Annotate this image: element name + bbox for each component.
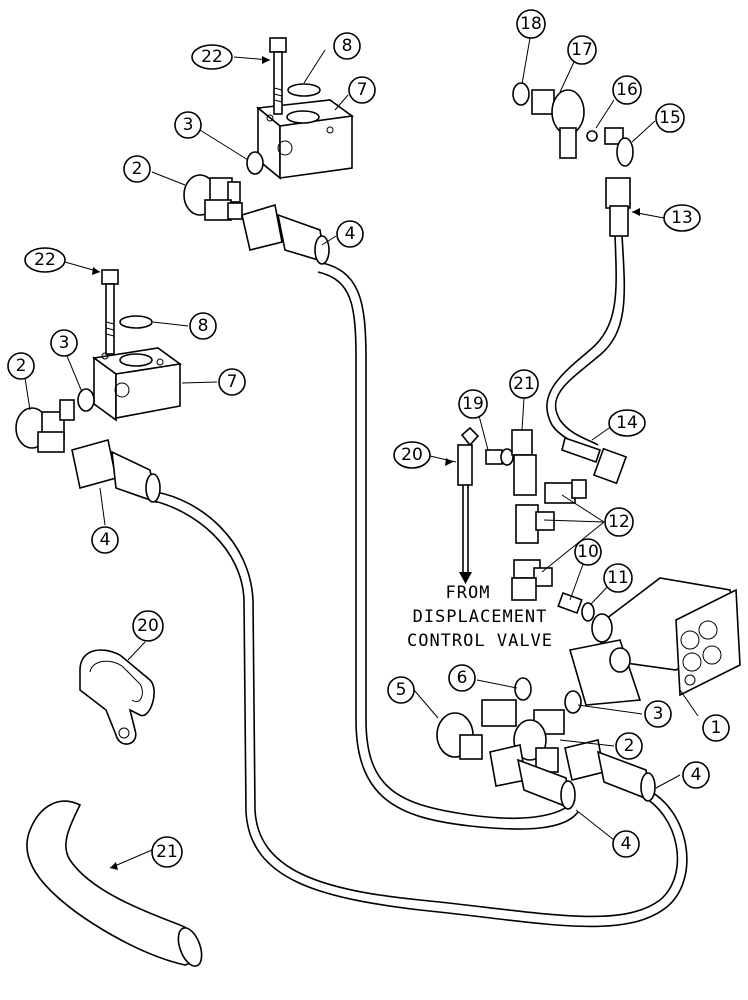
svg-text:3: 3	[653, 704, 664, 724]
main-valve-body	[568, 577, 741, 706]
callout-21: 21	[151, 836, 183, 868]
callout-22-upper: 22	[191, 44, 233, 70]
leader-lines	[24, 37, 699, 870]
valve-hose-ends	[489, 739, 656, 810]
callout-12-lower: 14	[608, 409, 646, 437]
callout-4-lower: 4	[91, 526, 119, 554]
svg-text:10: 10	[577, 542, 599, 562]
top-right-fittings	[512, 82, 634, 237]
callout-13: 15	[655, 103, 685, 133]
callout-3-valve: 3	[644, 700, 672, 728]
svg-text:11: 11	[607, 568, 629, 588]
svg-text:3: 3	[59, 333, 70, 353]
callout-2-lower: 2	[7, 352, 35, 380]
callout-2-upper: 2	[123, 155, 151, 183]
svg-text:19: 19	[462, 394, 484, 414]
svg-text:13: 13	[671, 208, 693, 228]
callout-9: 10	[574, 538, 602, 566]
note-line-1: FROM	[446, 583, 491, 603]
svg-text:21: 21	[156, 842, 178, 862]
callout-8-upper: 8	[333, 32, 361, 60]
clamp-20	[79, 649, 155, 745]
svg-text:8: 8	[198, 316, 209, 336]
callout-3-lower: 3	[50, 329, 78, 357]
callout-3-upper: 3	[174, 111, 202, 139]
callout-22-lower: 22	[24, 247, 66, 273]
svg-text:18: 18	[520, 14, 542, 34]
svg-text:17: 17	[571, 40, 593, 60]
callout-17: 19	[458, 389, 488, 419]
svg-text:4: 4	[100, 530, 111, 550]
svg-text:3: 3	[183, 115, 194, 135]
middle-fittings	[457, 426, 628, 622]
hose-lines	[149, 234, 688, 928]
callout-1: 1	[702, 714, 730, 742]
note-line-2: DISPLACEMENT	[413, 607, 548, 627]
callout-4-upper: 4	[336, 220, 364, 248]
sleeve-21	[26, 800, 203, 967]
upper-mounting-block	[246, 37, 355, 180]
callout-7-lower: 7	[218, 368, 246, 396]
callout-18: 20	[393, 441, 431, 469]
svg-text:21: 21	[513, 374, 535, 394]
upper-hose-end	[241, 203, 330, 265]
callout-4-valve-right: 4	[682, 761, 710, 789]
svg-text:6: 6	[457, 668, 468, 688]
svg-text:7: 7	[227, 372, 238, 392]
svg-text:22: 22	[34, 250, 56, 270]
svg-text:1: 1	[711, 718, 722, 738]
note-line-3: CONTROL VALVE	[407, 631, 553, 651]
svg-text:2: 2	[16, 356, 27, 376]
callout-15: 17	[567, 35, 597, 65]
callout-16: 18	[516, 9, 546, 39]
callout-10: 11	[603, 563, 633, 593]
svg-text:4: 4	[345, 224, 356, 244]
svg-text:7: 7	[357, 80, 368, 100]
callout-12-upper: 13	[663, 204, 701, 232]
callout-14: 16	[612, 75, 642, 105]
callout-bubbles: 22 8 7 3 2 4 22 8 7 3 2 4 18 17 16 15 13…	[7, 9, 730, 868]
displacement-note: FROM DISPLACEMENT CONTROL VALVE	[407, 583, 553, 651]
svg-text:2: 2	[624, 736, 635, 756]
svg-text:16: 16	[616, 80, 638, 100]
callout-2-valve: 2	[615, 732, 643, 760]
lower-elbow-fitting	[15, 399, 75, 453]
svg-text:2: 2	[132, 159, 143, 179]
callout-20: 20	[132, 610, 164, 642]
svg-text:8: 8	[342, 36, 353, 56]
callout-4-valve-left: 4	[612, 830, 640, 858]
svg-text:20: 20	[401, 445, 423, 465]
callout-19: 21	[509, 369, 539, 399]
svg-text:20: 20	[137, 616, 159, 636]
svg-text:4: 4	[691, 765, 702, 785]
svg-text:12: 12	[608, 512, 630, 532]
upper-elbow-fitting	[183, 174, 243, 221]
svg-text:14: 14	[616, 413, 638, 433]
svg-text:22: 22	[201, 47, 223, 67]
svg-text:4: 4	[621, 834, 632, 854]
callout-11: 12	[604, 507, 634, 537]
callout-5: 5	[387, 676, 415, 704]
lower-hose-end	[71, 439, 161, 504]
callout-6: 6	[448, 664, 476, 692]
svg-text:5: 5	[396, 680, 407, 700]
callout-8-lower: 8	[189, 312, 217, 340]
svg-text:15: 15	[659, 108, 681, 128]
lower-mounting-block	[77, 269, 183, 422]
valve-fittings	[436, 677, 582, 773]
callout-7-upper: 7	[348, 76, 376, 104]
